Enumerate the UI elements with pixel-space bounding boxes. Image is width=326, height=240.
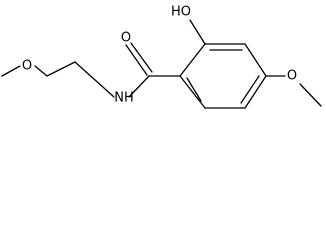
- bond-ring-to-hydroxyl: [189, 19, 206, 45]
- bond-carbonyl-double-b: [130, 42, 153, 73]
- bond-nitrogen-to-carbonyl: [128, 75, 150, 98]
- ring-bond-1: [179, 43, 206, 77]
- atom-label-hydroxyl: HO: [171, 5, 191, 20]
- bond-ch2-a-to-ch2-b: [46, 61, 76, 77]
- bond-ch2-b-to-nitrogen: [74, 61, 115, 98]
- ring-bond-6: [179, 75, 206, 109]
- atom-label-ether-oxygen-right: O: [287, 69, 297, 84]
- bond-oxygen-to-ch2-a: [34, 65, 48, 77]
- atom-label-ether-oxygen-left: O: [22, 59, 32, 74]
- bond-ether-oxygen-to-methyl: [299, 83, 322, 107]
- atom-label-carbonyl-oxygen: O: [121, 31, 131, 46]
- atom-label-amide-nitrogen: NH: [114, 91, 134, 106]
- ring-bond-3: [244, 43, 267, 77]
- ring-inner-double-3: [186, 77, 202, 102]
- ring-inner-double-2: [240, 75, 260, 104]
- chemical-structure: O NH O HO O: [1, 5, 322, 109]
- bond-methyl-left-to-oxygen: [1, 65, 21, 77]
- ring-bond-4: [244, 75, 267, 109]
- bond-carbonyl-double-a: [125, 44, 148, 76]
